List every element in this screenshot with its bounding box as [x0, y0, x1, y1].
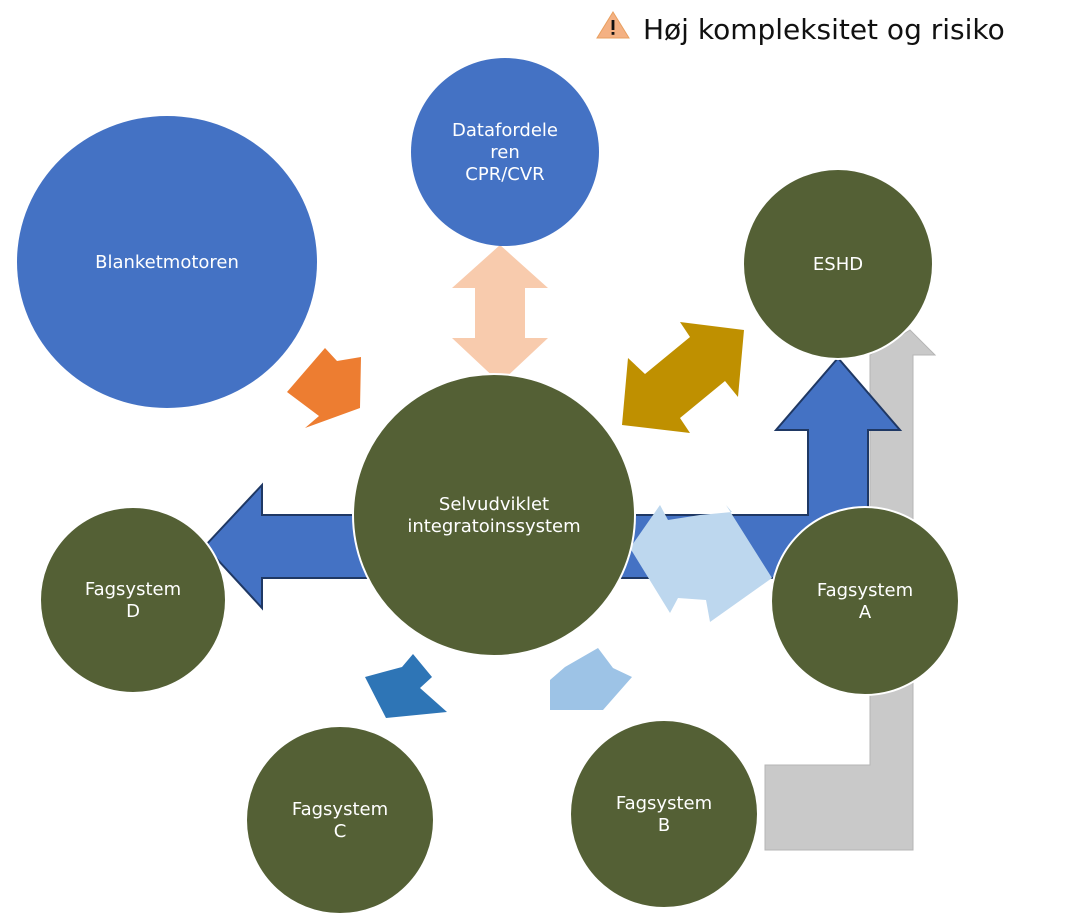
lightblue-double-arrow: [630, 505, 772, 622]
node-label-line: Fagsystem: [616, 793, 712, 814]
node-label-line: Fagsystem: [292, 799, 388, 820]
steelblue-arrow: [365, 654, 447, 718]
orange-arrow: [287, 348, 361, 428]
node-eshd: ESHD: [742, 168, 934, 360]
node-label-blanketmotoren: Blanketmotoren: [95, 252, 239, 273]
node-label-line: ESHD: [813, 254, 863, 275]
skyblue-arrow: [550, 648, 632, 710]
node-label-line: Datafordele: [452, 120, 558, 141]
node-label-line: Fagsystem: [85, 579, 181, 600]
warning-icon: [596, 11, 630, 39]
legend-text: Høj kompleksitet og risiko: [643, 13, 1005, 46]
node-label-line: Blanketmotoren: [95, 252, 239, 273]
node-label-line: C: [334, 821, 347, 842]
legend: Høj kompleksitet og risiko: [596, 11, 1005, 46]
node-label-line: ren: [490, 142, 520, 163]
peach-double-arrow: [452, 245, 548, 383]
node-label-line: Fagsystem: [817, 580, 913, 601]
node-label-line: B: [658, 815, 670, 836]
blue-arrow-central-to-d: [203, 482, 383, 611]
node-label-line: D: [126, 601, 140, 622]
node-blanketmotoren: Blanketmotoren: [17, 116, 317, 408]
gold-double-arrow: [622, 322, 744, 433]
grey-arrow-b-to-eshd: [764, 329, 937, 851]
node-label-line: CPR/CVR: [465, 164, 544, 185]
node-label-line: Selvudviklet: [439, 494, 549, 515]
node-label-eshd: ESHD: [813, 254, 863, 275]
node-label-line: A: [859, 602, 872, 623]
node-label-line: integratoinssystem: [407, 516, 580, 537]
